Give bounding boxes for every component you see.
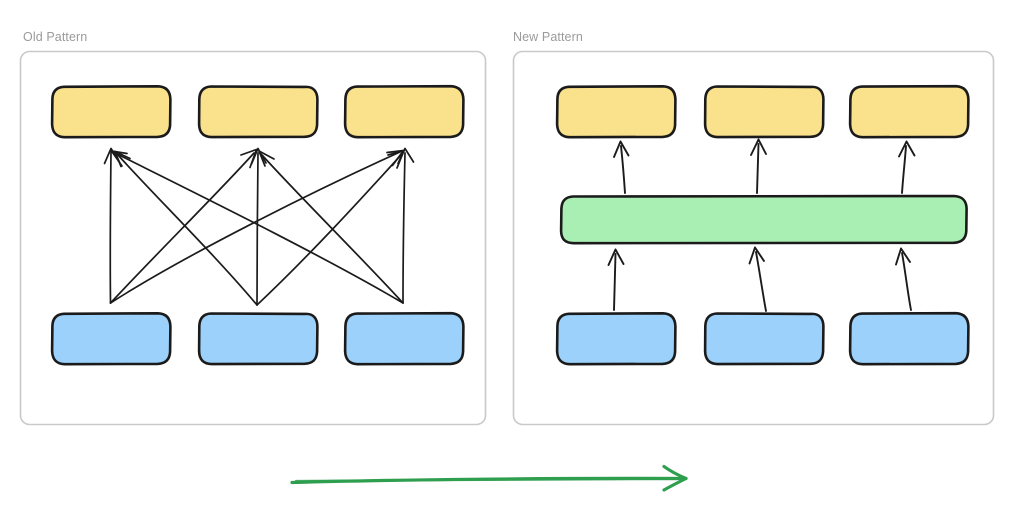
connection-hub-t1 bbox=[613, 140, 630, 194]
connection-b3-hub bbox=[895, 247, 912, 311]
new-pattern-bottom-nodes bbox=[555, 311, 970, 366]
node-new-hub-bar[interactable] bbox=[559, 194, 968, 245]
new-pattern-bottom-to-hub-connections bbox=[607, 246, 912, 312]
panel-old-pattern-frame bbox=[19, 50, 487, 426]
connection-b3-t1 bbox=[110, 150, 404, 304]
node-new-top-2[interactable] bbox=[703, 85, 825, 139]
connection-b2-t2 bbox=[250, 147, 267, 306]
panel-new-pattern-label: New Pattern bbox=[513, 30, 583, 44]
node-old-top-1[interactable] bbox=[50, 85, 172, 139]
transition-arrow bbox=[290, 464, 688, 492]
connection-hub-t3 bbox=[898, 140, 916, 194]
connection-hub-t2 bbox=[750, 138, 767, 194]
node-old-bottom-2[interactable] bbox=[197, 312, 319, 366]
node-old-top-2[interactable] bbox=[197, 85, 319, 139]
node-new-bottom-3[interactable] bbox=[848, 311, 970, 366]
old-pattern-top-nodes bbox=[50, 84, 465, 139]
node-old-bottom-1[interactable] bbox=[50, 312, 172, 366]
node-new-bottom-1[interactable] bbox=[555, 312, 677, 366]
old-pattern-connections bbox=[103, 147, 415, 306]
panel-old-pattern bbox=[19, 50, 487, 426]
connection-b2-t1 bbox=[114, 150, 258, 306]
node-old-bottom-3[interactable] bbox=[343, 311, 465, 366]
new-pattern-top-nodes bbox=[555, 84, 970, 139]
connection-b3-t2 bbox=[258, 150, 404, 304]
node-new-top-3[interactable] bbox=[848, 84, 970, 139]
panel-old-pattern-label: Old Pattern bbox=[23, 30, 88, 44]
node-new-top-1[interactable] bbox=[555, 85, 677, 139]
panel-new-pattern bbox=[512, 50, 995, 426]
connection-b1-hub bbox=[607, 248, 625, 311]
new-pattern-hub-to-top-connections bbox=[613, 138, 916, 194]
connection-b1-t1 bbox=[103, 147, 121, 304]
connection-b3-t3 bbox=[397, 147, 415, 304]
connection-b2-hub bbox=[748, 246, 767, 312]
node-new-bottom-2[interactable] bbox=[703, 312, 825, 366]
old-pattern-bottom-nodes bbox=[50, 311, 465, 366]
node-old-top-3[interactable] bbox=[343, 84, 465, 139]
panel-new-pattern-frame bbox=[512, 50, 995, 426]
